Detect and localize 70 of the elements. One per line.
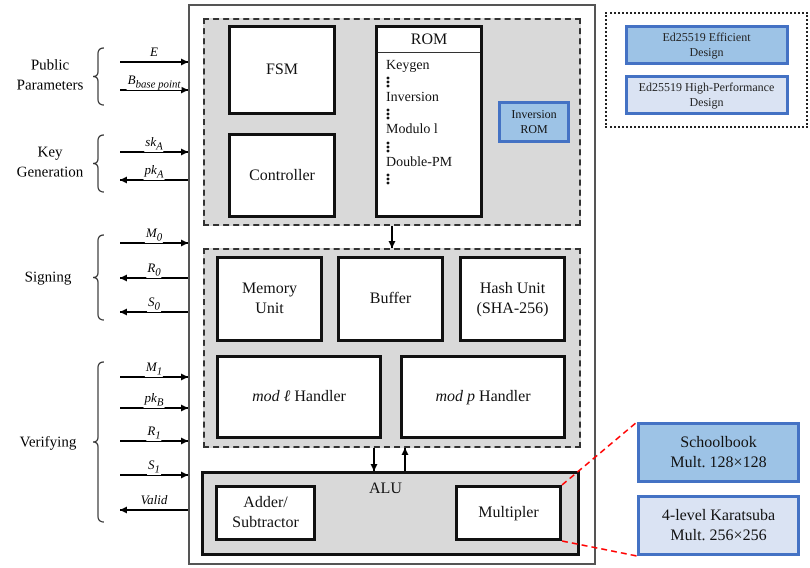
arrow [120,472,188,478]
process-box [337,256,444,342]
rom-entry: Modulo l [386,121,439,140]
process-box [228,133,336,218]
arrow [388,226,396,248]
group-label: Verifying [18,433,78,452]
rom-box [375,25,483,218]
arrow [120,274,188,282]
arrow [120,58,188,66]
edge-label: M$_{0}$ [144,226,164,244]
arrow [120,438,188,444]
chip-outline-box [188,4,596,565]
node-label: mod p Handler [434,387,532,407]
process-box [228,25,336,115]
node-label: Buffer [368,289,412,309]
edge-label: Valid [140,493,168,506]
process-box [459,256,566,342]
datapath-group-box [203,248,581,448]
process-box [216,355,382,439]
group-label: Public Parameters [16,56,84,95]
edge-label: B$_{base point}$ [126,73,182,90]
arrow [370,448,378,471]
node-label: Schoolbook Mult. 128×128 [669,432,768,472]
arrow [120,506,188,514]
edge-label: R$_{0}$ [146,261,162,278]
edge-label: R$_{1}$ [146,424,162,442]
process-box [215,485,316,541]
arrow [120,176,188,184]
node-label: Inversion ROM [510,107,558,137]
group-label: Key Generation [16,144,84,182]
node-label: Hash Unit (SHA-256) [476,279,550,319]
legend-text: Ed25519 Efficient Design [661,30,752,60]
node-label: FSM [264,60,300,80]
node-label: mod ℓ Handler [251,387,347,407]
alu-group-box [201,471,580,556]
process-box [637,495,800,556]
process-box [637,422,800,483]
edge-label: M$_{1}$ [144,360,164,378]
node-label: Multipler [477,503,540,523]
edge-label: E [149,45,159,58]
node-label: Memory Unit [240,279,298,319]
arrow [120,308,188,316]
edge-label: S$_{0}$ [147,295,161,312]
process-box [498,101,570,143]
node-label: Adder/ Subtractor [231,493,300,533]
process-box [216,256,323,342]
group-label: Signing [24,268,72,288]
arrow [120,148,188,156]
edge-label: S$_{1}$ [147,458,161,476]
rom-title: ROM [378,28,480,53]
dashed-connector [561,421,638,486]
node-label: 4-level Karatsuba Mult. 256×256 [660,506,776,546]
process-box [455,485,562,541]
arrow [120,240,188,246]
arrow [120,404,188,412]
edge-label: pk$_{B}$ [144,391,164,408]
control-group-box [203,18,581,226]
dashed-connector [562,540,638,557]
edge-label: sk$_{A}$ [144,135,164,152]
rom-entry: Double-PM [386,154,454,172]
edge-label: pk$_{A}$ [144,163,164,180]
arrow [120,374,188,380]
rom-entry: Keygen [386,57,431,75]
node-label: Controller [248,166,316,186]
process-box [400,355,566,439]
legend-text: Ed25519 High-Performance Design [638,80,776,110]
arrow [120,86,188,94]
node-label: ALU [369,480,402,498]
rom-entry: Inversion [386,89,440,108]
arrow [402,448,408,471]
